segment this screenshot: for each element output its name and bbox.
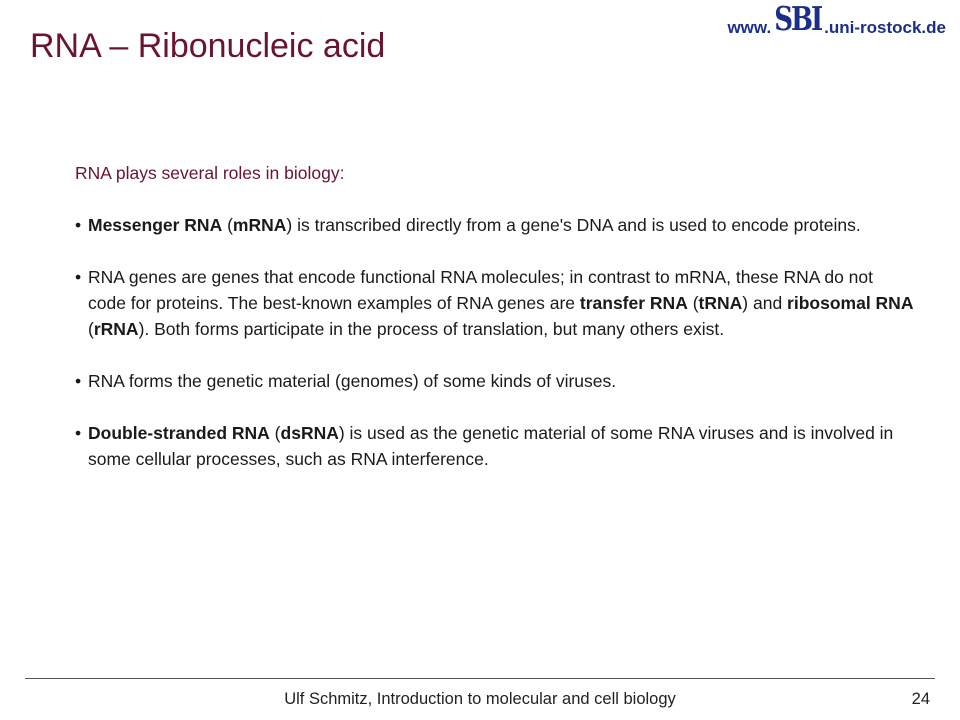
- bullet-rna-genes: • RNA genes are genes that encode functi…: [75, 264, 915, 342]
- sbi-logo: SBI: [774, 1, 823, 39]
- footer-divider: [25, 678, 935, 679]
- term-trna: tRNA: [698, 293, 743, 313]
- term-double-stranded-rna: Double-stranded RNA: [88, 423, 270, 443]
- site-prefix: www.: [727, 18, 772, 37]
- site-url: www. SBI .uni-rostock.de: [727, 4, 946, 38]
- term-ribosomal-rna: ribosomal RNA: [787, 293, 914, 313]
- slide-title: RNA – Ribonucleic acid: [30, 27, 386, 65]
- footer-text: Ulf Schmitz, Introduction to molecular a…: [284, 690, 676, 708]
- term-dsrna: dsRNA: [280, 423, 339, 443]
- term-mrna: mRNA: [232, 215, 287, 235]
- page-number: 24: [911, 690, 930, 708]
- term-messenger-rna: Messenger RNA: [88, 215, 223, 235]
- bullet-dot: •: [75, 215, 82, 235]
- bullet-dsrna: • Double-stranded RNA (dsRNA) is used as…: [75, 420, 915, 472]
- bullet-dot: •: [75, 371, 82, 391]
- slide-body: RNA plays several roles in biology: • Me…: [75, 160, 915, 498]
- bullet-mrna: • Messenger RNA (mRNA) is transcribed di…: [75, 212, 915, 238]
- bullet-dot: •: [75, 267, 82, 287]
- bullet-viral-genomes: • RNA forms the genetic material (genome…: [75, 368, 915, 394]
- intro-text: RNA plays several roles in biology:: [75, 163, 345, 183]
- term-transfer-rna: transfer RNA: [579, 293, 688, 313]
- site-suffix: .uni-rostock.de: [824, 18, 946, 37]
- bullet-dot: •: [75, 423, 82, 443]
- term-rrna: rRNA: [93, 319, 139, 339]
